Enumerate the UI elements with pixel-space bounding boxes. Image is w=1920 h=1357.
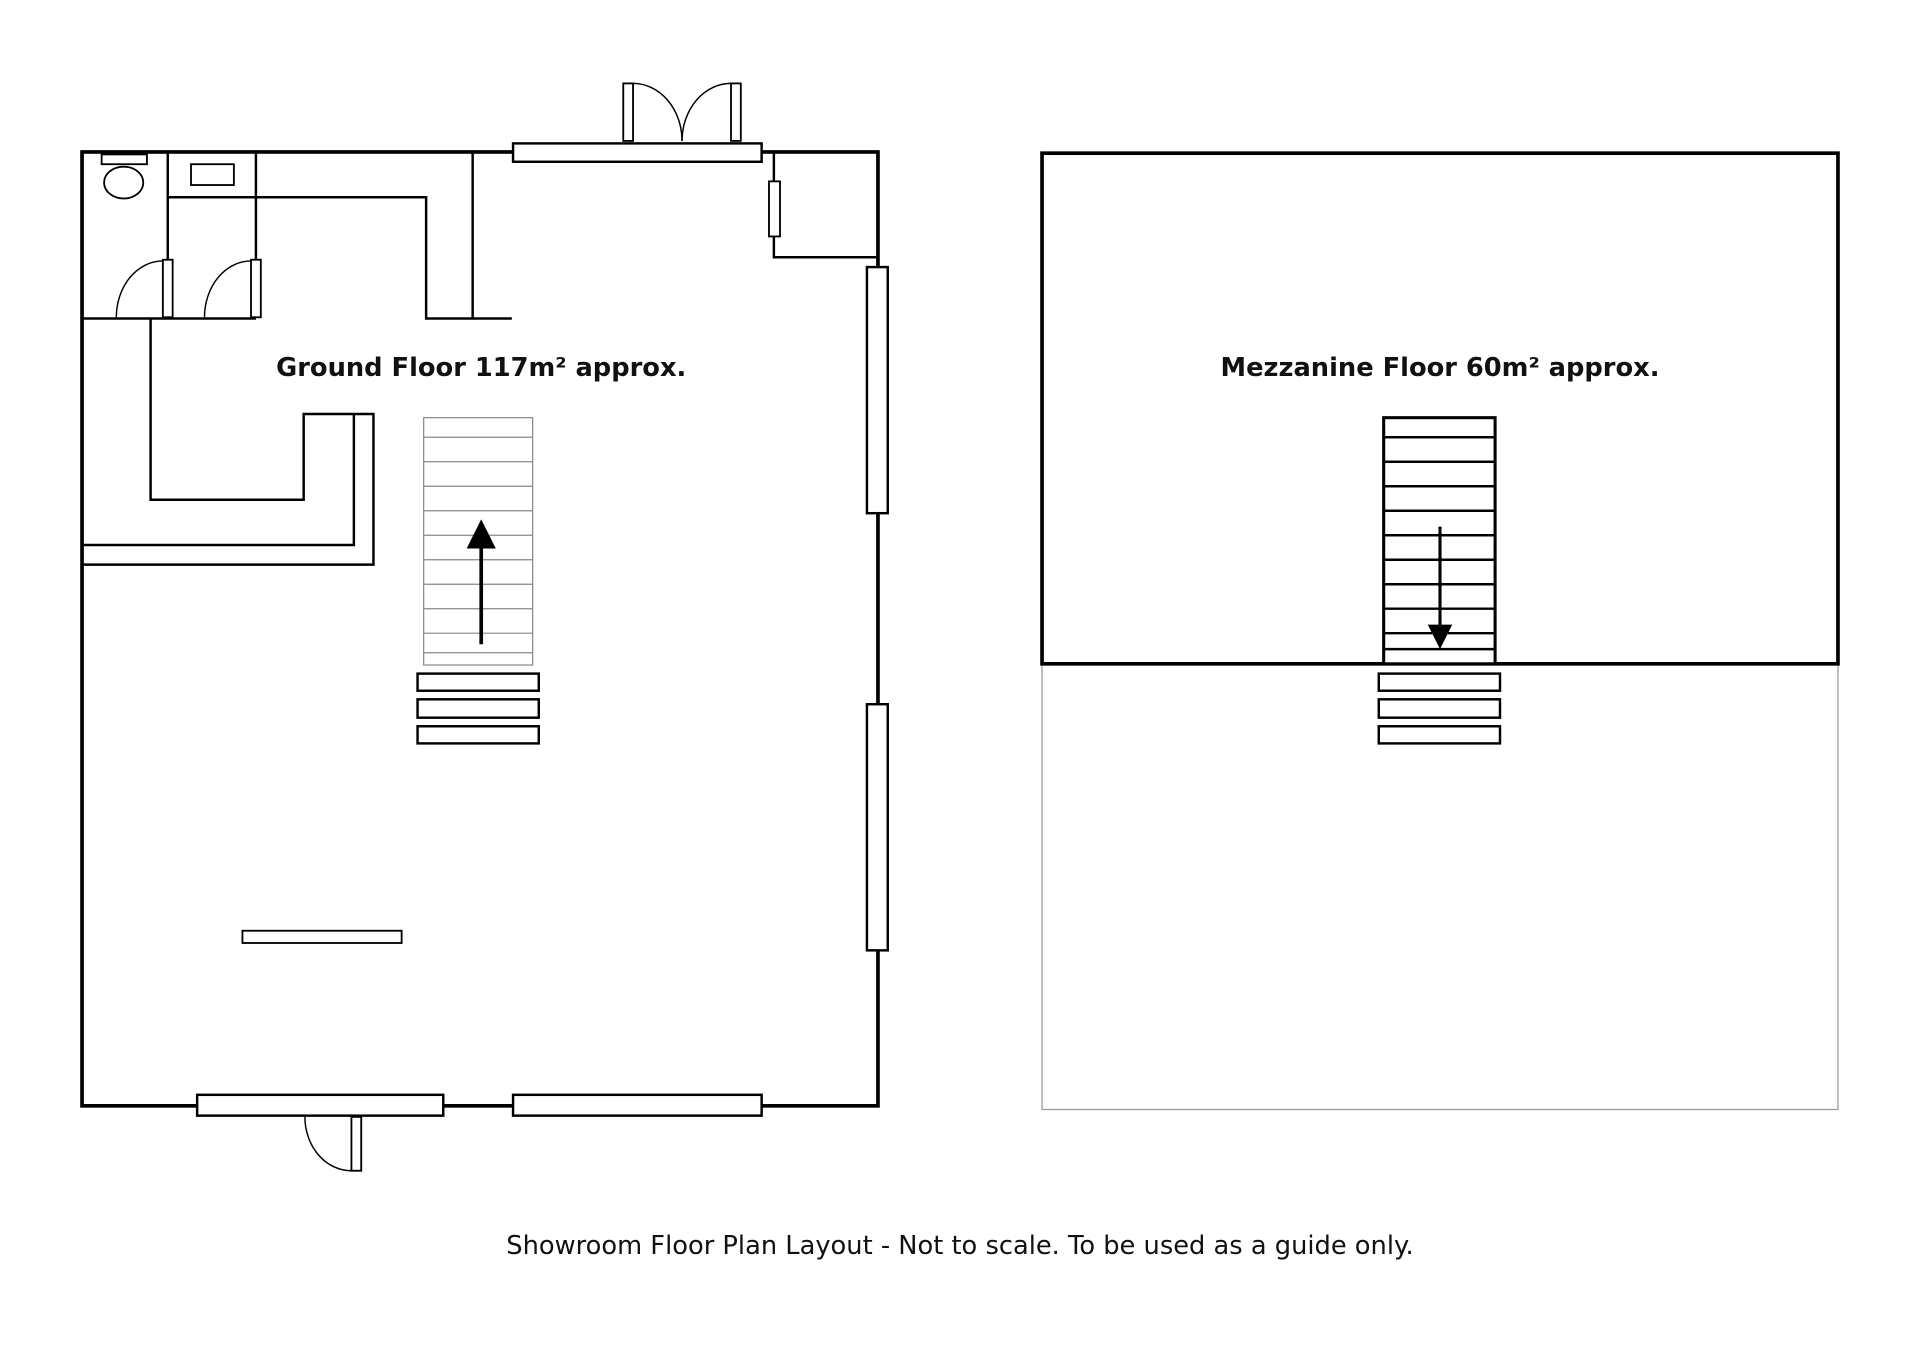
door-leaf: [730, 82, 742, 142]
door-leaf: [622, 82, 634, 142]
door-leaf: [250, 258, 262, 319]
door-swing: [203, 260, 252, 318]
sink: [190, 163, 235, 186]
window: [195, 1093, 445, 1117]
step: [416, 672, 540, 692]
door-swing: [681, 82, 732, 141]
step: [416, 698, 540, 719]
door-swing: [115, 260, 163, 318]
wc-walls: [82, 151, 512, 320]
door-leaf: [161, 258, 174, 319]
window: [865, 702, 889, 952]
staircase: [423, 417, 534, 666]
step: [1377, 725, 1502, 745]
toilet-cistern: [100, 153, 148, 166]
window: [511, 142, 763, 163]
ground-floor-label: Ground Floor 117m² approx.: [276, 353, 686, 383]
counter: [82, 318, 375, 566]
step: [1377, 698, 1502, 719]
window: [511, 1093, 763, 1117]
ground-floor-outer-wall: [80, 150, 880, 1108]
mezzanine-floor-plan: [1040, 151, 1840, 1111]
window: [865, 265, 889, 515]
store-room-wall: [772, 151, 878, 259]
door-swing: [304, 1116, 352, 1172]
entrance-door-leaf: [350, 1115, 363, 1172]
step: [1377, 672, 1502, 692]
step: [416, 725, 540, 745]
ground-floor-plan: [80, 82, 889, 1172]
toilet-bowl: [103, 165, 145, 200]
mezzanine-floor-label: Mezzanine Floor 60m² approx.: [1221, 353, 1660, 383]
footer-caption: Showroom Floor Plan Layout - Not to scal…: [506, 1231, 1413, 1261]
display-bench: [241, 929, 403, 944]
door-leaf: [768, 180, 781, 238]
door-swing: [633, 82, 683, 141]
